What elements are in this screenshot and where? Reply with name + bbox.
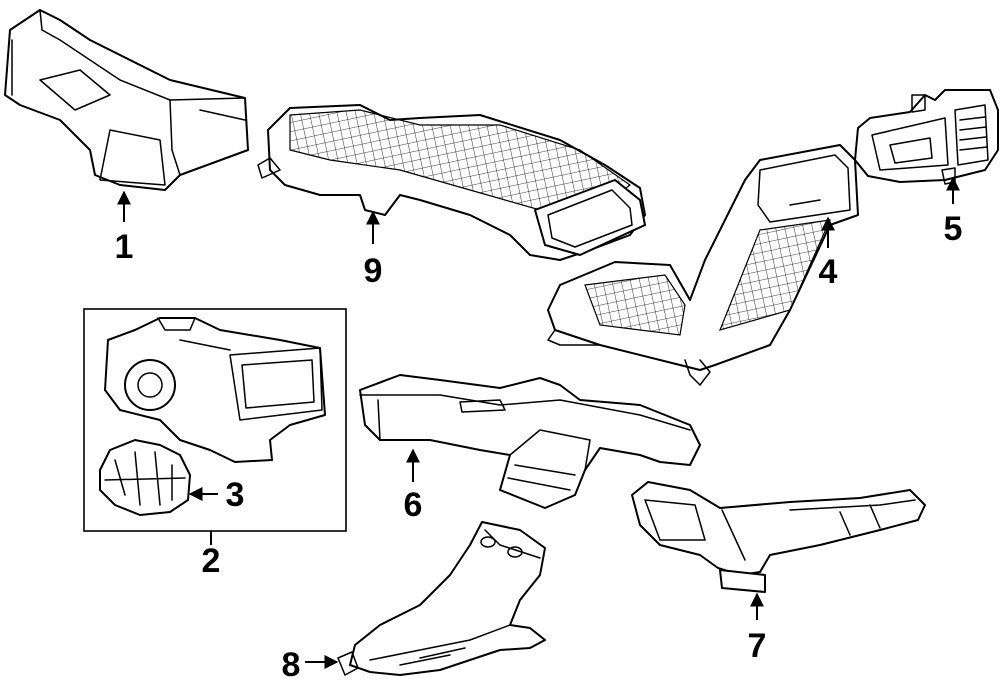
- callout-5: 5: [944, 210, 963, 248]
- callout-2: 2: [202, 542, 221, 580]
- part-7-duct: [631, 481, 926, 593]
- callout-7: 7: [748, 627, 767, 665]
- part-8-duct: [337, 521, 546, 676]
- part-3-blower-motor: [99, 439, 191, 516]
- callout-8: 8: [282, 646, 301, 684]
- part-4-duct: [547, 144, 859, 386]
- callout-9: 9: [364, 252, 383, 290]
- part-2-blower-housing: [104, 317, 326, 463]
- callout-3: 3: [226, 476, 245, 514]
- leader-lines: [117, 176, 960, 669]
- part-5-vent: [854, 89, 999, 185]
- callout-labels: 1 2 3 4 5 6 7 8 9: [115, 210, 963, 684]
- callout-1: 1: [115, 228, 134, 266]
- assembly-box: [83, 308, 347, 532]
- part-1-duct: [4, 9, 249, 191]
- part-6-duct: [359, 374, 701, 509]
- part-9-duct: [257, 104, 646, 261]
- callout-6: 6: [404, 486, 423, 524]
- callout-4: 4: [819, 253, 838, 291]
